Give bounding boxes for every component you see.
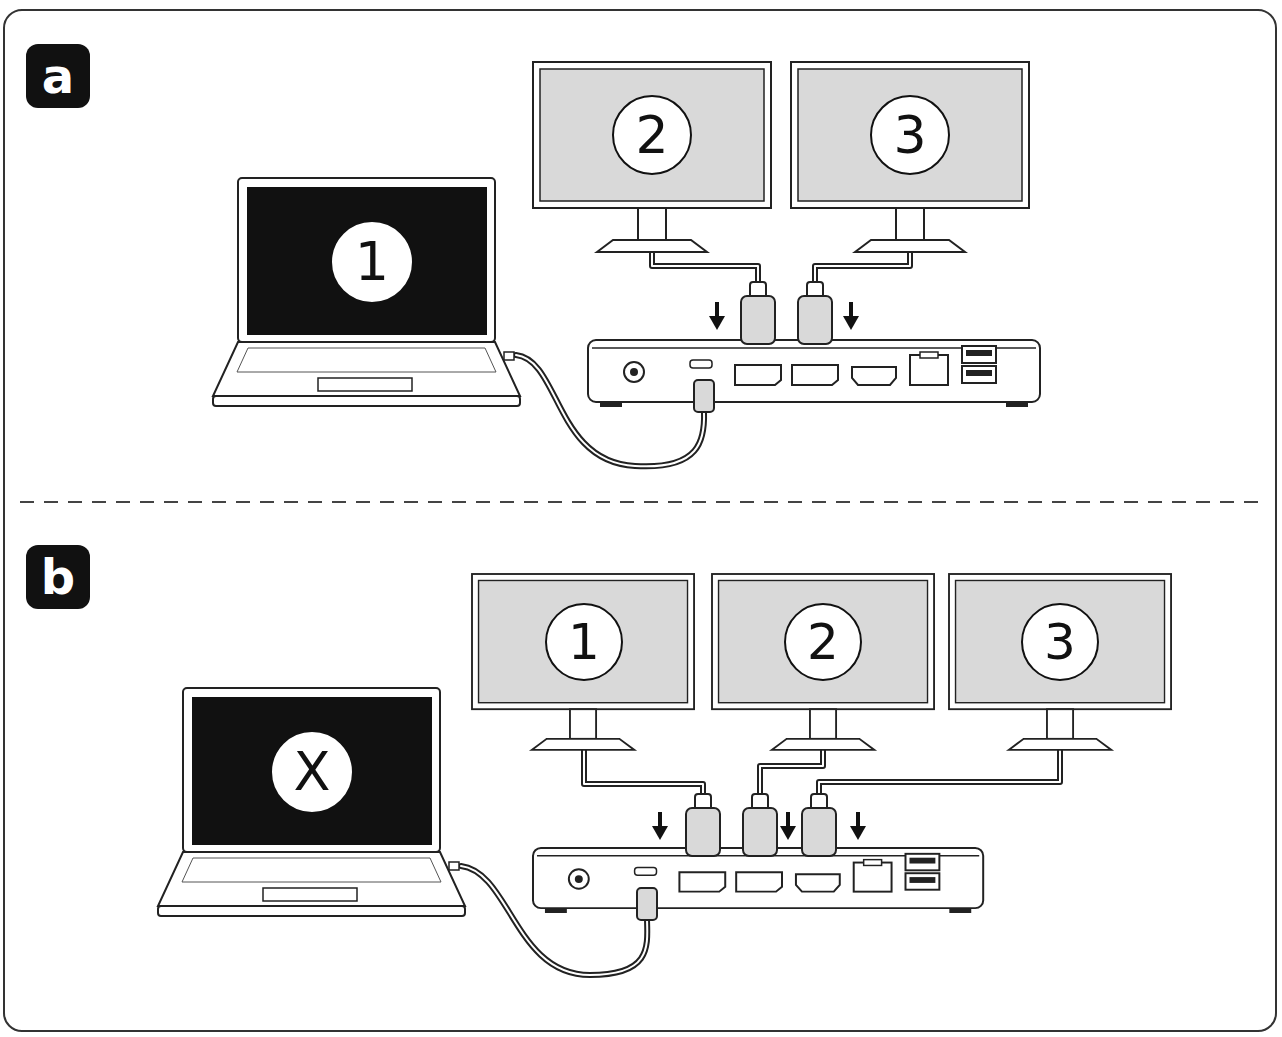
cable-part (652, 250, 758, 284)
panel-frame-part (20, 501, 1262, 503)
screen-number: 2 (612, 95, 692, 175)
cable-part (652, 250, 758, 284)
screen-number: 1 (545, 603, 623, 681)
monitor (472, 574, 1171, 750)
monitor-part (712, 574, 934, 750)
callout-number: 1 (355, 235, 389, 289)
plug-part (694, 380, 714, 412)
monitor-part (791, 62, 1029, 252)
callout-number: 2 (807, 617, 839, 667)
docking-station (588, 340, 1040, 407)
insert-arrow-part (652, 812, 668, 840)
callout-number: 3 (893, 109, 926, 161)
cable-part (760, 748, 823, 796)
panel-badge: b (26, 545, 90, 609)
cable-part (584, 748, 703, 796)
plug-part (741, 282, 775, 344)
insert-arrow (652, 812, 866, 840)
docking-station-part (588, 340, 1040, 407)
screen-number: 2 (784, 603, 862, 681)
screen-number: X (270, 730, 354, 814)
callout-number: 1 (568, 617, 600, 667)
panel-badge: a (26, 44, 90, 108)
cable-part (819, 748, 1060, 796)
laptop-part (158, 688, 465, 916)
cable (461, 748, 1060, 975)
plug-part (802, 794, 836, 856)
callout-number: 2 (635, 109, 668, 161)
cable-part (584, 748, 703, 796)
screen-number: 3 (870, 95, 950, 175)
cable-part (815, 250, 910, 284)
insert-arrow (709, 302, 859, 330)
insert-arrow-part (843, 302, 859, 330)
monitor-part (533, 62, 771, 252)
plug-part (637, 888, 657, 920)
plug (637, 794, 836, 920)
panel-letter: b (41, 553, 75, 601)
plug-part (686, 794, 720, 856)
screen-number: 1 (330, 220, 414, 304)
monitor-part (472, 574, 694, 750)
docking-station (533, 848, 983, 913)
plug-part (798, 282, 832, 344)
panel-frame-part (4, 10, 1276, 1031)
panel-letter: a (42, 52, 74, 100)
cable-part (815, 250, 910, 284)
screen-number: 3 (1021, 603, 1099, 681)
cable-part (760, 748, 823, 796)
panel-frame (4, 10, 1276, 1031)
insert-arrow-part (780, 812, 796, 840)
plug (694, 282, 832, 412)
plug-part (743, 794, 777, 856)
monitor (533, 62, 1029, 252)
laptop (213, 178, 520, 406)
laptop-part (213, 178, 520, 406)
laptop (158, 688, 465, 916)
insert-arrow-part (709, 302, 725, 330)
monitor-part (949, 574, 1171, 750)
insert-arrow-part (850, 812, 866, 840)
docking-station-part (533, 848, 983, 913)
callout-number: 3 (1044, 617, 1076, 667)
callout-number: X (294, 745, 331, 799)
cable-part (819, 748, 1060, 796)
